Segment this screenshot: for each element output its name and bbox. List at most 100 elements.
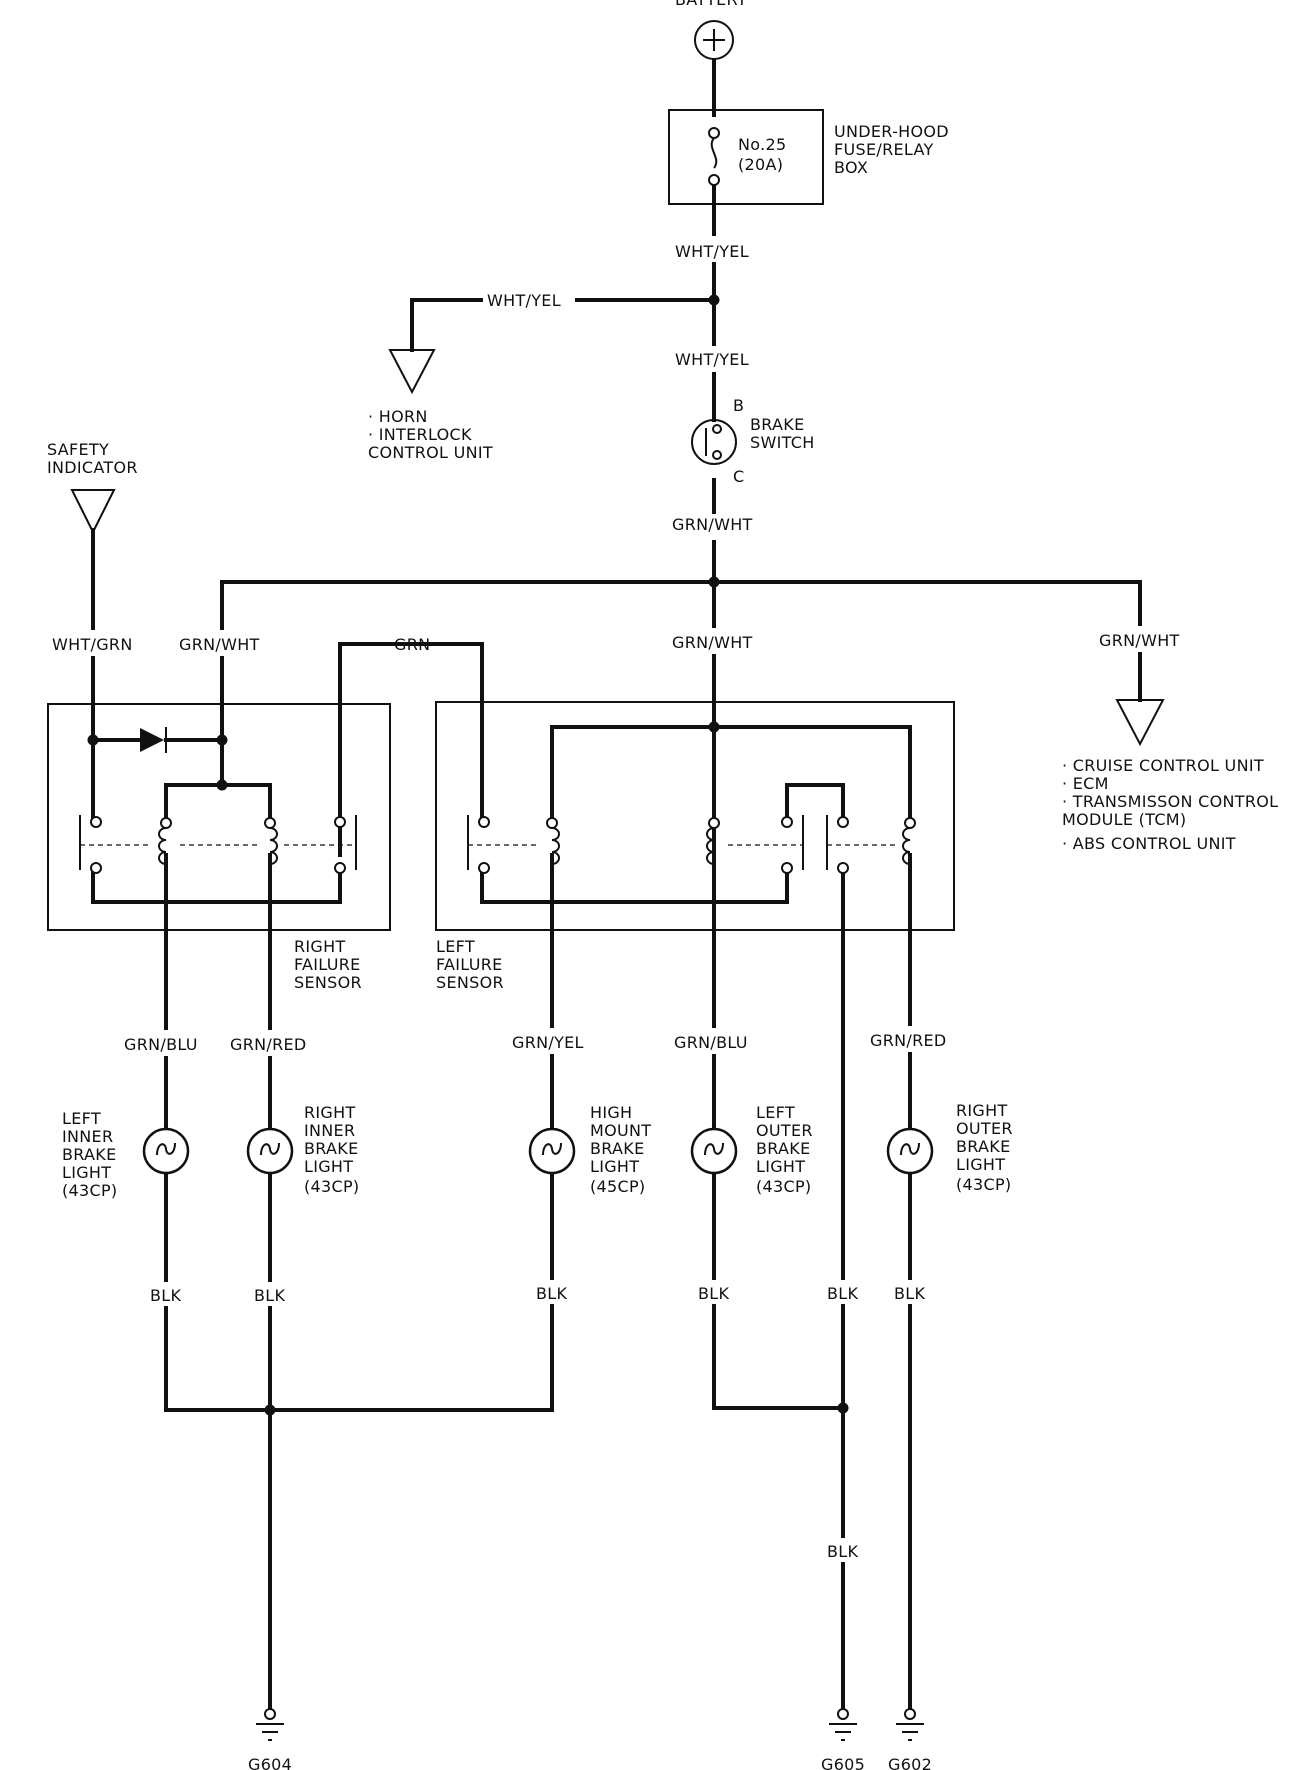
wire-label-grn-red-1: GRN/RED	[230, 1035, 307, 1054]
ground-label-g602: G602	[888, 1755, 932, 1770]
ecm-label: · ECM	[1062, 774, 1109, 793]
tcm-label-2: MODULE (TCM)	[1062, 810, 1186, 829]
tcm-label-1: · TRANSMISSON CONTROL	[1062, 792, 1278, 811]
lamp-label: HIGH	[590, 1103, 632, 1122]
lamp-label: MOUNT	[590, 1121, 651, 1140]
wire-label-blk-1: BLK	[150, 1286, 181, 1305]
reed-switch-icon	[79, 815, 102, 874]
brake-switch-name-1: BRAKE	[750, 415, 805, 434]
wire-label-blk-2: BLK	[254, 1286, 285, 1305]
wire-label-grn-wht-main: GRN/WHT	[672, 515, 753, 534]
interlock-label: · INTERLOCK	[368, 425, 472, 444]
relay-coil-icon	[902, 817, 916, 865]
brake-switch-pin-c: C	[733, 467, 744, 486]
bulb-icon	[690, 1127, 738, 1175]
right-inner-brake-light: RIGHT INNER BRAKE LIGHT (43CP)	[246, 1103, 359, 1196]
fuse-rating: (20A)	[738, 155, 783, 174]
wire-label-grn: GRN	[394, 635, 430, 654]
lamp-label: LIGHT	[956, 1155, 1005, 1174]
diode-icon	[140, 727, 167, 753]
lamp-label: INNER	[304, 1121, 355, 1140]
cruise-ecm-tcm-abs-connector: · CRUISE CONTROL UNIT · ECM · TRANSMISSO…	[1062, 699, 1278, 853]
relay-coil-icon	[546, 817, 560, 865]
brake-switch-name-2: SWITCH	[750, 433, 815, 452]
lamp-label: (43CP)	[304, 1177, 359, 1196]
wire-label-wht-yel-2: WHT/YEL	[675, 350, 749, 369]
interlock-label-2: CONTROL UNIT	[368, 443, 493, 462]
wire-label-blk-5: BLK	[827, 1284, 858, 1303]
right-outer-brake-light: RIGHT OUTER BRAKE LIGHT (43CP)	[886, 1101, 1013, 1194]
ground-label-g605: G605	[821, 1755, 865, 1770]
right-failure-sensor-label-1: RIGHT	[294, 937, 346, 956]
wire-labels-lamps: GRN/BLU GRN/RED GRN/YEL GRN/BLU GRN/RED	[120, 1026, 960, 1056]
battery-terminal: BATTERY	[675, 0, 747, 60]
wire-label-grn-wht-left: GRN/WHT	[179, 635, 260, 654]
reed-switch-icon	[826, 815, 849, 874]
safety-indicator-connector: SAFETY INDICATOR	[47, 440, 138, 535]
lamp-label: LEFT	[62, 1109, 101, 1128]
cruise-control-label: · CRUISE CONTROL UNIT	[1062, 756, 1264, 775]
reed-switch-icon	[467, 815, 490, 874]
wire-label-wht-grn: WHT/GRN	[52, 635, 133, 654]
fuse-box-name-2: FUSE/RELAY	[834, 140, 934, 159]
right-failure-sensor-label-3: SENSOR	[294, 973, 362, 992]
ground-g604: G604	[248, 1708, 292, 1770]
lamp-label: BRAKE	[590, 1139, 645, 1158]
left-failure-sensor-label-3: SENSOR	[436, 973, 504, 992]
fuse-box-name-3: BOX	[834, 158, 868, 177]
wire-label-grn-blu-2: GRN/BLU	[674, 1033, 748, 1052]
ground-g605: G605	[821, 1708, 865, 1770]
wire-label-grn-wht-center: GRN/WHT	[672, 633, 753, 652]
ground-g602: G602	[888, 1708, 932, 1770]
high-mount-brake-light: HIGH MOUNT BRAKE LIGHT (45CP)	[528, 1103, 651, 1196]
lamp-label: (43CP)	[62, 1181, 117, 1200]
left-failure-sensor: LEFT FAILURE SENSOR	[435, 701, 955, 992]
lamp-label: BRAKE	[62, 1145, 117, 1164]
lamp-label: (43CP)	[756, 1177, 811, 1196]
wire-label-blk-4: BLK	[698, 1284, 729, 1303]
ground-label-g604: G604	[248, 1755, 292, 1770]
ground-icon	[829, 1708, 857, 1741]
lamp-label: (43CP)	[956, 1175, 1011, 1194]
left-failure-sensor-label-1: LEFT	[436, 937, 475, 956]
wire-label-wht-yel-branch: WHT/YEL	[487, 291, 561, 310]
abs-control-label: · ABS CONTROL UNIT	[1062, 834, 1236, 853]
wire-label-wht-yel-1: WHT/YEL	[675, 242, 749, 261]
wire-label-blk-3: BLK	[536, 1284, 567, 1303]
lamp-label: OUTER	[756, 1121, 813, 1140]
wires	[91, 58, 1142, 1712]
right-failure-sensor: RIGHT FAILURE SENSOR	[47, 703, 391, 992]
wire-label-blk-7: BLK	[827, 1542, 858, 1561]
wire-label-blk-6: BLK	[894, 1284, 925, 1303]
ground-wire-labels: BLK BLK BLK BLK BLK BLK BLK	[146, 1280, 932, 1562]
fuse-number: No.25	[738, 135, 786, 154]
wire-label-grn-yel: GRN/YEL	[512, 1033, 584, 1052]
lamp-label: LIGHT	[756, 1157, 805, 1176]
relay-coil-icon	[264, 817, 278, 865]
lamp-label: LIGHT	[304, 1157, 353, 1176]
lamp-label: LIGHT	[590, 1157, 639, 1176]
lamp-label: RIGHT	[956, 1101, 1008, 1120]
wire-label-grn-blu-1: GRN/BLU	[124, 1035, 198, 1054]
ground-icon	[256, 1708, 284, 1741]
safety-indicator-label-2: INDICATOR	[47, 458, 138, 477]
brake-switch: B C BRAKE SWITCH	[691, 396, 815, 486]
wire-label-grn-wht-right: GRN/WHT	[1099, 631, 1180, 650]
junction-dots	[87, 294, 849, 1416]
wire-labels: WHT/YEL WHT/YEL WHT/YEL GRN/WHT WHT/GRN …	[48, 236, 1189, 656]
lamp-label: BRAKE	[956, 1137, 1011, 1156]
left-inner-brake-light: LEFT INNER BRAKE LIGHT (43CP)	[62, 1109, 190, 1200]
lamp-label: BRAKE	[756, 1139, 811, 1158]
horn-label: · HORN	[368, 407, 428, 426]
lamp-label: (45CP)	[590, 1177, 645, 1196]
bulb-icon	[246, 1127, 294, 1175]
lamp-label: LEFT	[756, 1103, 795, 1122]
lamp-label: OUTER	[956, 1119, 1013, 1138]
under-hood-fuse-box: No.25 (20A) UNDER-HOOD FUSE/RELAY BOX	[668, 109, 949, 205]
safety-indicator-label-1: SAFETY	[47, 440, 109, 459]
right-failure-sensor-label-2: FAILURE	[294, 955, 361, 974]
relay-coil-icon	[706, 817, 720, 865]
battery-label: BATTERY	[675, 0, 747, 9]
lamp-label: RIGHT	[304, 1103, 356, 1122]
